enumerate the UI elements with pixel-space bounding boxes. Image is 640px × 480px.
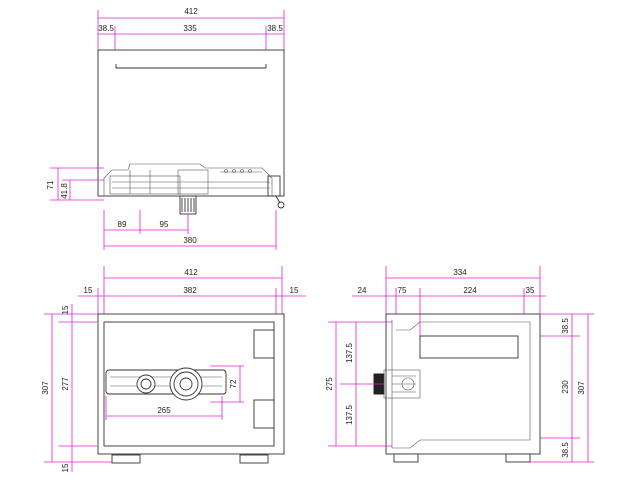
side-seg-c-label: 224 (463, 286, 477, 295)
front-view: 412 15 382 15 72 265 (41, 266, 306, 472)
top-bottom-b-label: 95 (160, 220, 169, 229)
side-foot-front (393, 453, 419, 463)
top-inner-width-label: 335 (183, 24, 197, 33)
top-right-offset-label: 38.5 (267, 24, 283, 33)
front-left-margin-label: 15 (84, 286, 93, 295)
front-key-lock (136, 374, 156, 394)
side-height-outer-label: 275 (325, 377, 334, 391)
front-view-door (103, 321, 275, 447)
front-overall-height-label: 307 (41, 381, 50, 395)
side-right-mid-label: 230 (561, 380, 570, 394)
top-view-body (97, 49, 285, 197)
side-upper-half-label: 137.5 (345, 342, 354, 363)
front-inner-width-label: 382 (183, 286, 197, 295)
front-dial-height-label: 72 (229, 379, 238, 388)
side-lower-half-label: 137.5 (345, 404, 354, 425)
front-hinge-bottom (253, 399, 275, 429)
front-foot-right (239, 454, 269, 464)
top-bottom-a-label: 89 (118, 220, 127, 229)
side-view-body (385, 313, 541, 455)
front-combination-dial (169, 367, 203, 401)
side-seg-b-label: 75 (398, 286, 407, 295)
top-overall-width-label: 412 (184, 7, 198, 16)
front-inner-height-label: 277 (61, 377, 70, 391)
front-bottom-margin-label: 15 (61, 463, 70, 472)
top-view: 412 38.5 335 38.5 (46, 7, 285, 250)
side-view-inner-wall (391, 320, 531, 449)
top-left-height-outer-label: 71 (46, 180, 55, 189)
top-left-height-inner-label: 41.8 (60, 183, 69, 199)
front-top-margin-label: 15 (61, 305, 70, 314)
side-seg-d-label: 35 (526, 286, 535, 295)
front-key-lock-inner (140, 378, 152, 390)
side-right-top-label: 38.5 (561, 318, 570, 334)
top-view-dial-knob (179, 195, 197, 215)
side-seg-a-label: 24 (358, 286, 367, 295)
side-mech-gear (401, 377, 415, 391)
side-view-shelf (419, 335, 519, 359)
front-foot-left (111, 454, 141, 464)
side-right-bottom-label: 38.5 (561, 442, 570, 458)
front-hinge-top (253, 329, 275, 359)
front-overall-width-label: 412 (184, 268, 198, 277)
front-right-margin-label: 15 (290, 286, 299, 295)
side-overall-depth-label: 334 (453, 268, 467, 277)
top-left-offset-label: 38.5 (98, 24, 114, 33)
side-foot-back (505, 453, 531, 463)
side-view: 334 24 75 224 35 275 137.5 137.5 (325, 266, 594, 463)
front-dial-span-label: 265 (157, 406, 171, 415)
front-dial-ring (173, 371, 199, 397)
top-bottom-total-label: 380 (183, 236, 197, 245)
front-dial-center (179, 377, 193, 391)
front-dial-plate (105, 369, 227, 395)
top-view-mechanism (103, 163, 285, 209)
side-right-total-label: 307 (577, 381, 586, 395)
front-view-body (97, 313, 285, 455)
